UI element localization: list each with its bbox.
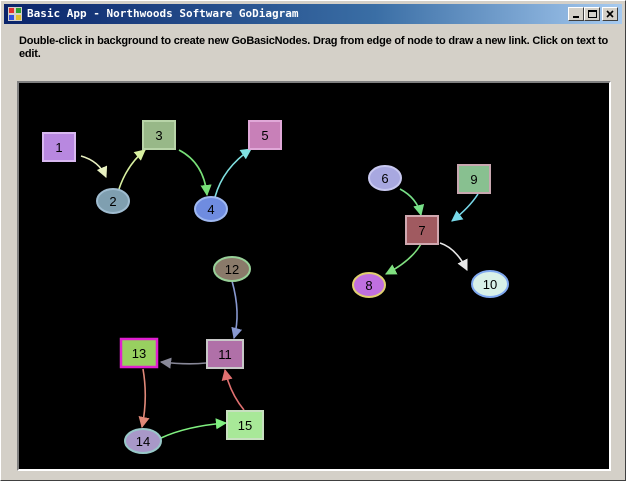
link-11-to-13[interactable] — [159, 357, 207, 369]
node-2[interactable]: 2 — [96, 188, 130, 214]
node-7[interactable]: 7 — [405, 215, 439, 245]
close-button[interactable] — [602, 7, 618, 21]
node-13-label[interactable]: 13 — [132, 346, 146, 361]
node-6[interactable]: 6 — [368, 165, 402, 191]
link-7-to-10[interactable] — [439, 242, 468, 272]
node-4[interactable]: 4 — [194, 196, 228, 222]
link-9-to-7[interactable] — [451, 193, 479, 222]
link-13-to-14[interactable] — [138, 368, 150, 429]
node-14[interactable]: 14 — [124, 428, 162, 454]
node-5-label[interactable]: 5 — [261, 128, 268, 143]
node-4-label[interactable]: 4 — [207, 202, 214, 217]
node-3-label[interactable]: 3 — [155, 128, 162, 143]
node-9-shape[interactable] — [457, 164, 491, 194]
link-4-to-5[interactable] — [214, 148, 252, 198]
node-11-shape[interactable] — [206, 339, 244, 369]
app-icon[interactable] — [8, 7, 22, 21]
minimize-icon — [573, 16, 579, 18]
node-10-label[interactable]: 10 — [483, 277, 497, 292]
node-9-label[interactable]: 9 — [470, 172, 477, 187]
node-1-shape[interactable] — [42, 132, 76, 162]
node-5-shape[interactable] — [248, 120, 282, 150]
instructions-label: Double-click in background to create new… — [19, 35, 609, 60]
node-15-label[interactable]: 15 — [238, 418, 252, 433]
node-12-label[interactable]: 12 — [225, 262, 239, 277]
link-15-to-11[interactable] — [221, 368, 245, 411]
node-1[interactable]: 1 — [42, 132, 76, 162]
link-6-to-7[interactable] — [399, 188, 425, 217]
node-4-shape[interactable] — [194, 196, 228, 222]
link-3-to-4[interactable] — [178, 149, 212, 197]
title-bar[interactable]: Basic App - Northwoods Software GoDiagra… — [4, 4, 622, 24]
link-7-to-8[interactable] — [385, 243, 422, 275]
node-7-label[interactable]: 7 — [418, 223, 425, 238]
node-11[interactable]: 11 — [206, 339, 244, 369]
link-12-to-11[interactable] — [231, 280, 243, 340]
close-icon — [606, 10, 614, 18]
node-1-label[interactable]: 1 — [55, 140, 62, 155]
node-12-shape[interactable] — [213, 256, 251, 282]
node-10[interactable]: 10 — [471, 270, 509, 298]
node-14-label[interactable]: 14 — [136, 434, 150, 449]
minimize-button[interactable] — [568, 7, 584, 21]
node-3-shape[interactable] — [142, 120, 176, 150]
node-14-shape[interactable] — [124, 428, 162, 454]
maximize-icon — [588, 10, 597, 18]
node-8-label[interactable]: 8 — [365, 278, 372, 293]
node-2-label[interactable]: 2 — [109, 194, 116, 209]
window-title: Basic App - Northwoods Software GoDiagra… — [27, 7, 299, 20]
maximize-button[interactable] — [584, 7, 600, 21]
node-6-shape[interactable] — [368, 165, 402, 191]
link-14-to-15[interactable] — [160, 418, 228, 439]
node-7-shape[interactable] — [405, 215, 439, 245]
node-5[interactable]: 5 — [248, 120, 282, 150]
node-3[interactable]: 3 — [142, 120, 176, 150]
node-8[interactable]: 8 — [352, 272, 386, 298]
node-12[interactable]: 12 — [213, 256, 251, 282]
link-1-to-2[interactable] — [80, 155, 108, 179]
node-15-shape[interactable] — [226, 410, 264, 440]
link-2-to-3[interactable] — [118, 149, 146, 190]
node-11-label[interactable]: 11 — [218, 347, 232, 362]
node-9[interactable]: 9 — [457, 164, 491, 194]
node-15[interactable]: 15 — [226, 410, 264, 440]
node-8-shape[interactable] — [352, 272, 386, 298]
node-6-label[interactable]: 6 — [381, 171, 388, 186]
node-10-shape[interactable] — [471, 270, 509, 298]
node-13[interactable]: 13 — [119, 337, 159, 369]
node-13-shape[interactable] — [119, 337, 159, 369]
node-2-shape[interactable] — [96, 188, 130, 214]
